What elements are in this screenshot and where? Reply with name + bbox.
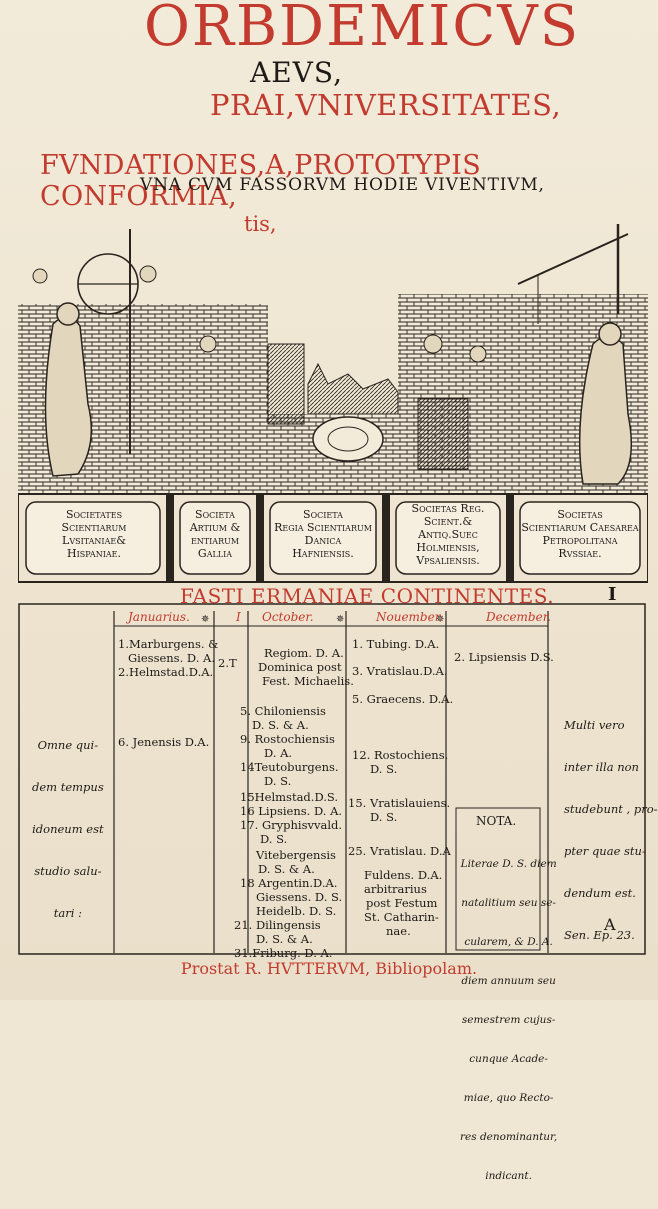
dec-entry: 2. Lipsiensis D.S. <box>454 650 554 664</box>
oct-entry: D. S. <box>264 774 292 788</box>
month-october: October. <box>262 610 314 624</box>
oct-entry: 16 Lipsiens. D. A. <box>240 804 343 818</box>
nov-entry: arbitrarius <box>364 882 427 896</box>
nov-entry: 3. Vratislau.D.A. <box>352 664 448 678</box>
svg-text:✵: ✵ <box>336 614 344 625</box>
month-december: December. <box>486 610 551 624</box>
nota-text: Literae D. S. diem natalitium seu se- cu… <box>460 858 558 1182</box>
nov-entry: 25. Vratislau. D.A <box>348 844 451 858</box>
jan-entry: 2.Helmstad.D.A. <box>118 665 214 679</box>
nov-entry: Fuldens. D.A. <box>364 868 443 882</box>
oct-entry: D. S. & A. <box>252 718 309 732</box>
nov-entry: 1. Tubing. D.A. <box>352 637 440 651</box>
oct-entry: Regiom. D. A. <box>264 646 344 660</box>
oct-entry: Heidelb. D. S. <box>256 904 337 918</box>
society-gallia: Societa Artium & entiarum Gallia <box>189 508 241 560</box>
nov-entry: 5. Graecens. D.A. <box>352 692 454 706</box>
nov-entry: St. Catharin- <box>364 910 439 924</box>
title-line-5: VNA CVM FASSORVM HODIE VIVENTIVM, <box>140 175 545 195</box>
title-line-4: FVNDATIONES,A,PROTOTYPIS CONFORMIA, <box>40 150 482 212</box>
nov-entry: 15. Vratislauiens. <box>348 796 451 810</box>
jan-entry: 6. Jenensis D.A. <box>118 735 210 749</box>
oct-entry: D. A. <box>264 746 293 760</box>
society-suecica: Societas Reg. Scient.& Antiq.Suec Holmie… <box>411 501 485 567</box>
nota-title: NOTA. <box>476 814 517 828</box>
svg-text:✵: ✵ <box>201 614 209 625</box>
oct-entry: 21. Dilingensis <box>234 918 321 932</box>
svg-text:✵: ✵ <box>436 614 444 625</box>
oct-entry: D. S. & A. <box>256 932 313 946</box>
left-note: Omne qui- dem tempus idoneum est studio … <box>32 738 104 920</box>
signature-mark: A <box>604 915 616 934</box>
calendar-table-frame: ✵ ✵ ✵ <box>18 603 646 955</box>
month-nouember: Nouember. <box>376 610 443 624</box>
nov-entry: D. S. <box>370 810 398 824</box>
title-line-3: PRAI,VNIVERSITATES, <box>210 88 562 122</box>
oct-entry: Giessens. D. S. <box>256 890 343 904</box>
oct-entry: Vitebergensis <box>256 848 336 862</box>
woodcut-illustration <box>18 224 648 583</box>
oct-entry: Fest. Michaelis. <box>262 674 354 688</box>
oct-entry: 9. Rostochiensis <box>240 732 335 746</box>
oct-entry: 15Helmstad.D.S. <box>240 790 339 804</box>
nov-entry: post Festum <box>366 896 438 910</box>
nov-entry: 12. Rostochiens. <box>352 748 449 762</box>
oct-entry: D. S. & A. <box>258 862 315 876</box>
page-number: I <box>608 584 617 605</box>
title-line-2: AEVS, <box>250 56 343 89</box>
oct-entry: 31.Friburg. D. A. <box>234 946 333 960</box>
jan-entry: 1.Marburgens. & <box>118 637 219 651</box>
society-lusitania: Societates Scientiarum Lvsitaniae& Hispa… <box>61 508 127 560</box>
nov-entry: D. S. <box>370 762 398 776</box>
oct-entry: 14Teutoburgens. <box>240 760 339 774</box>
nov-entry: nae. <box>386 924 411 938</box>
society-russiae: Societas Scientiarum Caesarea Petropolit… <box>521 508 639 560</box>
page: ORBDEMICVS AEVS, PRAI,VNIVERSITATES, FVN… <box>0 0 658 1182</box>
right-note: Multi vero inter illa non studebunt , pr… <box>564 718 658 942</box>
imprint-footer: Prostat R. HVTTERVM, Bibliopolam. <box>180 959 478 978</box>
title-line-6: tis, <box>244 212 277 236</box>
oct-entry: 5. Chiloniensis <box>240 704 326 718</box>
oct-entry: Dominica post <box>258 660 342 674</box>
title-line-1: ORBDEMICVS <box>143 0 581 59</box>
col2-entry: 2.T <box>218 656 237 670</box>
jan-entry: Giessens. D. A. <box>128 651 215 665</box>
oct-entry: 18 Argentin.D.A. <box>240 876 338 890</box>
month-januarius: Januarius. <box>128 610 190 624</box>
society-danica: Societa Regia Scientiarum Danica Hafnien… <box>274 508 372 560</box>
oct-entry: 17. Gryphisvvald. <box>240 818 343 832</box>
month-col2: I <box>236 610 241 624</box>
oct-entry: D. S. <box>260 832 288 846</box>
